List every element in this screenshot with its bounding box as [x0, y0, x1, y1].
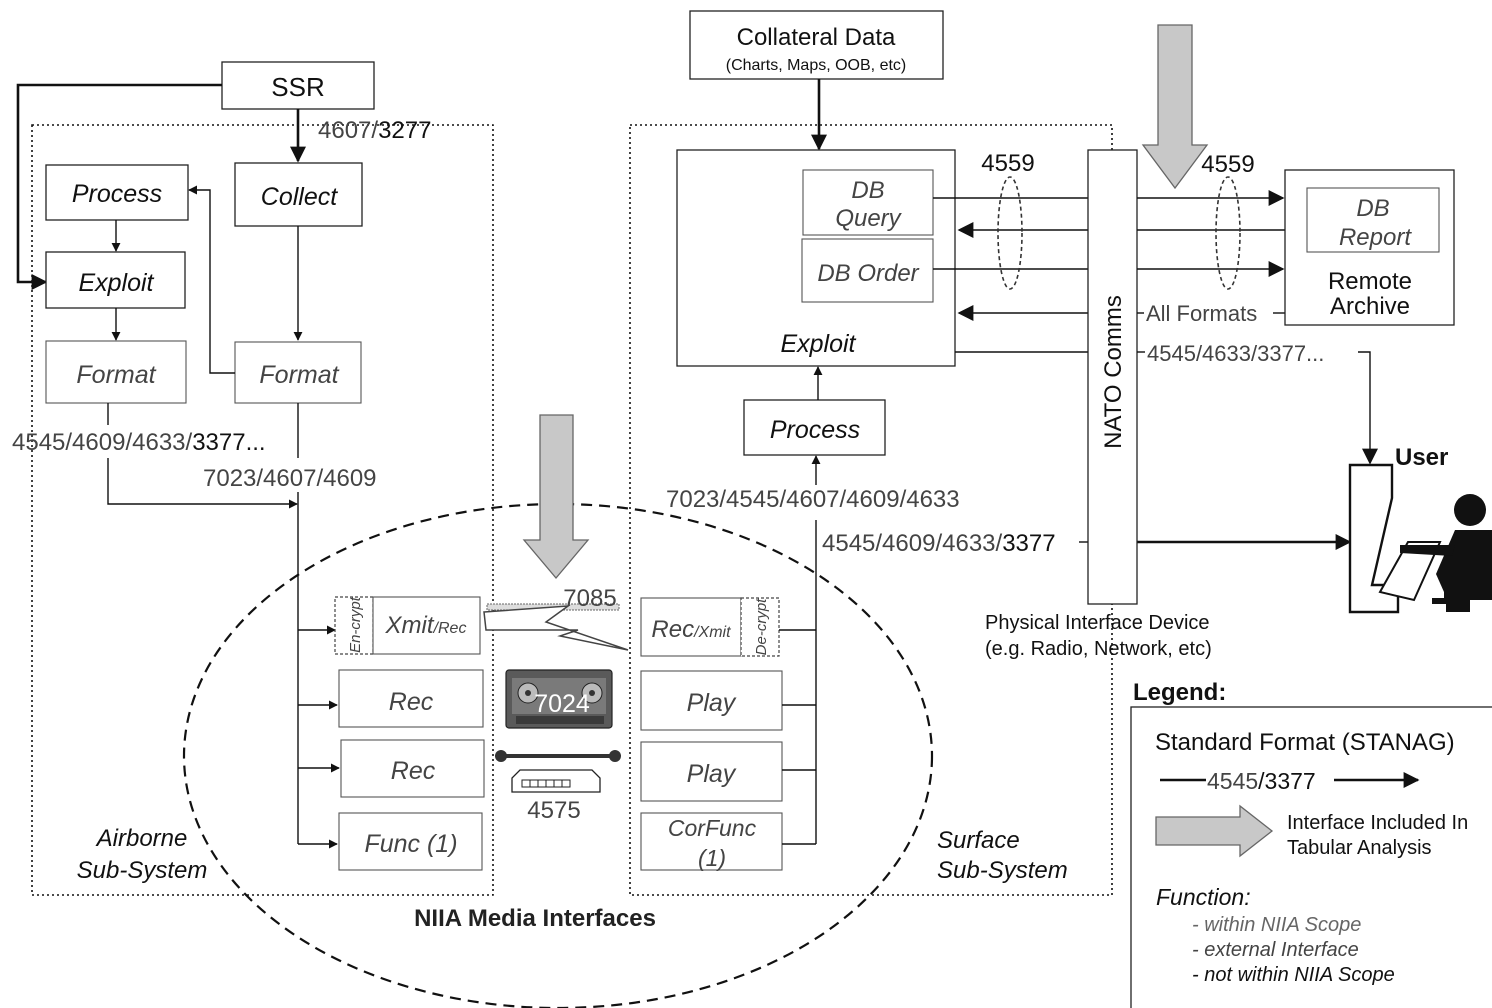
play-label-surface-2: Play — [687, 760, 737, 788]
play-label-surface-1: Play — [687, 689, 737, 717]
stanag-7085-label: 7085 — [563, 585, 616, 612]
format-label-right: Format — [259, 361, 339, 389]
user-label: User — [1395, 444, 1448, 471]
surface-label-line1: Surface — [937, 827, 1020, 854]
airborne-subsystem-frame — [31, 124, 494, 896]
lightning-icon — [483, 605, 629, 651]
legend-arrow-example: 4545/3377 — [1207, 768, 1316, 794]
tape-cassette-icon — [505, 669, 613, 729]
physical-interface-line1: Physical Interface Device — [985, 612, 1210, 634]
legend-function-item-3: - not within NIIA Scope — [1192, 964, 1395, 986]
rec-label-airborne-1: Rec — [389, 688, 434, 716]
stanag-4559-label-right: 4559 — [1201, 151, 1254, 178]
db-report-label-line2: Report — [1339, 224, 1412, 251]
stanag-4559-group-right — [1215, 176, 1241, 290]
legend-interface-line1: Interface Included In — [1287, 812, 1468, 834]
play-box-surface-1 — [640, 670, 783, 731]
stanag-7024-label: 7024 — [534, 690, 590, 718]
network-node-right — [609, 750, 621, 762]
surface-user-stanag-label: 4545/4609/4633/3377 — [822, 530, 1056, 557]
format-box-left — [45, 340, 187, 404]
db-query-box — [802, 169, 934, 236]
collateral-data-subtitle: (Charts, Maps, OOB, etc) — [726, 57, 906, 74]
collateral-data-box — [689, 10, 944, 80]
format-left-to-bus-arrow — [107, 458, 298, 509]
exploit-box-airborne — [45, 251, 186, 309]
play-box-surface-2 — [640, 741, 783, 802]
network-node-left — [495, 750, 507, 762]
func-box-airborne — [338, 812, 483, 871]
ssr-label: SSR — [271, 72, 324, 102]
corfunc-label-line1: CorFunc — [668, 815, 757, 841]
stanag-4559-label-left: 4559 — [981, 150, 1034, 177]
airborne-label-line2: Sub-System — [77, 857, 208, 884]
niia-media-interfaces-boundary — [183, 502, 933, 1008]
surface-label-line2: Sub-System — [937, 857, 1068, 884]
rec-label-airborne-2: Rec — [391, 757, 436, 785]
airborne-label-line1: Airborne — [95, 825, 188, 852]
stanag-4575-label: 4575 — [527, 797, 580, 824]
db-order-box — [801, 238, 934, 303]
encrypt-label: En-crypt — [347, 596, 364, 653]
rec-xmit-box-surface — [640, 597, 742, 657]
legend-standard-format: Standard Format (STANAG) — [1155, 729, 1455, 756]
legend-interface-line2: Tabular Analysis — [1287, 837, 1432, 859]
interface-highlight-arrow — [1141, 24, 1209, 190]
legend-title: Legend: — [1133, 679, 1226, 706]
xmit-rec-label-airborne: Xmit/Rec — [385, 612, 467, 639]
comms-user-stanag-label: 4545/4633/3377... — [1147, 341, 1324, 366]
format-to-process-arrow — [188, 185, 235, 374]
db-order-label: DB Order — [817, 260, 919, 287]
format-right-stanag-label: 7023/4607/4609 — [203, 465, 377, 492]
exploit-label-surface: Exploit — [780, 330, 856, 358]
format-label-left: Format — [76, 361, 156, 389]
format-left-stanag-label: 4545/4609/4633/3377... — [12, 429, 266, 456]
db-query-label-line2: Query — [835, 205, 902, 232]
legend-box — [1130, 706, 1492, 1008]
process-box-airborne — [45, 164, 189, 221]
collateral-data-title: Collateral Data — [737, 24, 896, 51]
exploit-label-airborne: Exploit — [78, 269, 154, 297]
func-label-airborne: Func (1) — [364, 830, 457, 858]
niia-media-interfaces-title: NIIA Media Interfaces — [414, 905, 656, 932]
decrypt-label: De-crypt — [753, 598, 770, 656]
nato-comms-label: NATO Comms — [1100, 295, 1127, 449]
nato-comms-box — [1087, 149, 1138, 605]
db-report-box — [1306, 187, 1440, 253]
rec-box-airborne-1 — [338, 669, 484, 728]
corfunc-label-line2: (1) — [698, 845, 726, 871]
legend-function-title: Function: — [1156, 884, 1251, 910]
exploit-to-user-arrow — [1358, 351, 1378, 465]
decrypt-box — [740, 597, 780, 657]
rec-box-airborne-2 — [340, 739, 485, 798]
legend-function-item-1: - within NIIA Scope — [1192, 914, 1361, 936]
rec-xmit-label-surface: Rec/Xmit — [651, 616, 731, 643]
process-label-surface: Process — [770, 416, 860, 444]
process-label-airborne: Process — [72, 180, 162, 208]
ssr-to-exploit-arrow — [16, 83, 222, 290]
process-box-surface — [743, 399, 886, 456]
all-formats-label: All Formats — [1146, 301, 1257, 326]
corfunc-box-surface — [640, 812, 783, 871]
collect-label: Collect — [261, 183, 338, 211]
remote-archive-label-line1: Remote — [1328, 268, 1412, 295]
physical-interface-line2: (e.g. Radio, Network, etc) — [985, 638, 1212, 660]
db-query-label-line1: DB — [851, 177, 884, 204]
db-report-label-line1: DB — [1356, 195, 1389, 222]
remote-archive-label-line2: Archive — [1330, 293, 1410, 320]
legend-function-item-2: - external Interface — [1192, 939, 1359, 961]
interface-highlight-arrow — [522, 414, 590, 580]
network-switch-icon — [511, 769, 601, 793]
user-workstation-icon — [1348, 463, 1492, 614]
ssr-stanag-label: 4607/3277 — [318, 117, 431, 144]
surface-process-stanag-label: 7023/4545/4607/4609/4633 — [666, 486, 960, 513]
legend-interface-arrow-icon — [1155, 804, 1274, 858]
xmit-rec-box-airborne — [372, 596, 481, 655]
stanag-4559-group-left — [997, 176, 1023, 290]
